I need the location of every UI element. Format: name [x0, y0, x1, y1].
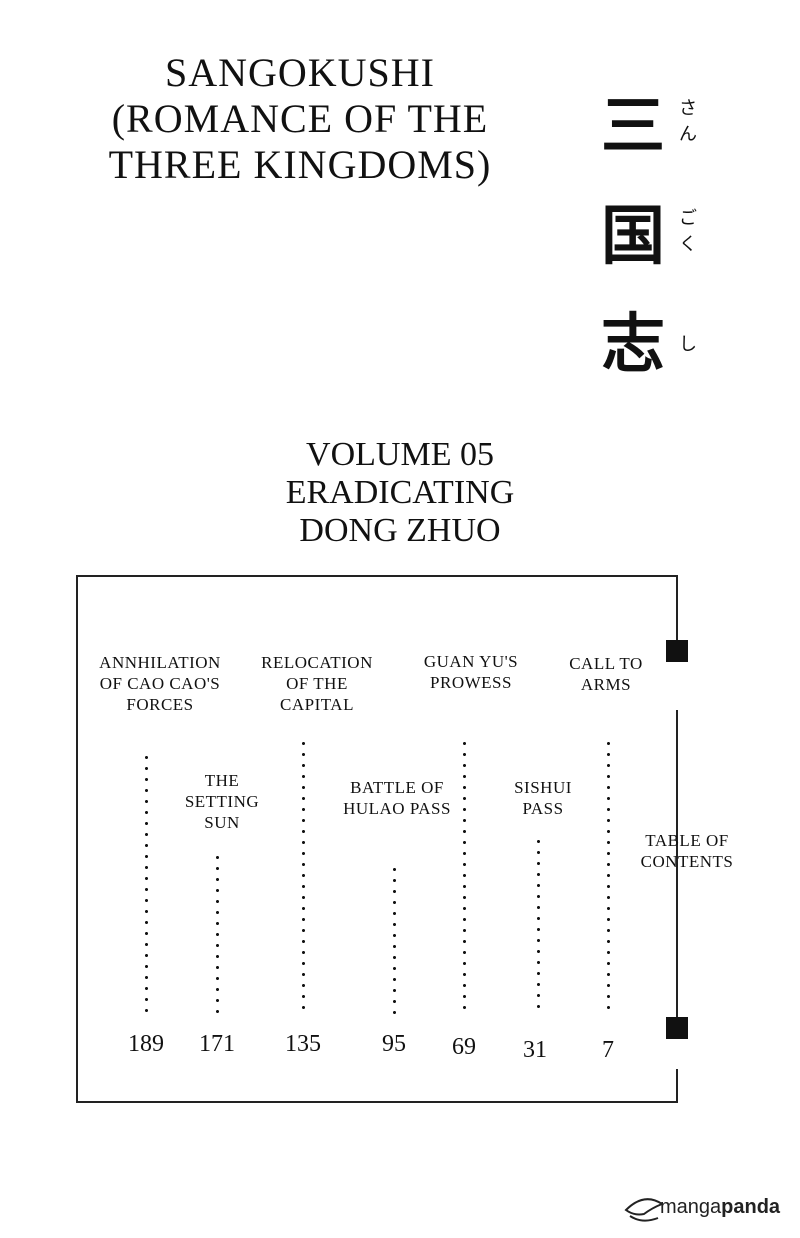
dotted-leader: [393, 864, 396, 1014]
toc-chapter-title: THE SETTING SUN: [170, 770, 274, 833]
frame-gap: [668, 1029, 680, 1069]
chapter-title-line: SETTING: [184, 792, 260, 811]
volume-title-line: VOLUME 05: [306, 436, 494, 473]
toc-chapter-title: SISHUI PASS: [496, 777, 590, 819]
series-title-line: THREE KINGDOMS): [108, 142, 492, 187]
page-number: 31: [523, 1037, 547, 1063]
chapter-title-line: SISHUI: [514, 778, 572, 797]
furigana: し: [679, 334, 697, 355]
furigana: ご: [679, 208, 697, 229]
dotted-leader: [463, 738, 466, 1014]
chapter-title-line: PROWESS: [430, 673, 512, 692]
dotted-leader: [537, 836, 540, 1014]
chapter-title-line: SUN: [204, 813, 240, 832]
chapter-title-line: CALL TO: [569, 654, 643, 673]
chapter-title-line: OF CAO CAO'S: [99, 674, 221, 693]
chapter-title-line: ANNHILATION: [99, 653, 221, 672]
chapter-title-line: FORCES: [126, 695, 194, 714]
volume-title: VOLUME 05 ERADICATING DONG ZHUO: [200, 436, 600, 550]
page-number: 95: [382, 1031, 406, 1057]
page-number: 189: [128, 1031, 164, 1057]
toc-chapter-title: ANNHILATION OF CAO CAO'S FORCES: [80, 652, 240, 715]
page-number: 171: [199, 1031, 235, 1057]
watermark-text: mangapanda: [660, 1196, 780, 1219]
page-number: 135: [285, 1031, 321, 1057]
hat-icon: [624, 1198, 664, 1222]
page-number: 7: [602, 1037, 614, 1063]
toc-label-line: TABLE OF: [645, 831, 729, 850]
toc-chapter-title: GUAN YU'S PROWESS: [410, 651, 532, 693]
furigana: ん: [679, 124, 697, 145]
toc-chapter-title: BATTLE OF HULAO PASS: [330, 777, 464, 819]
chapter-title-line: THE: [204, 771, 240, 790]
watermark-part1: manga: [660, 1196, 722, 1218]
toc-chapter-title: RELOCATION OF THE CAPITAL: [246, 652, 388, 715]
chapter-title-line: CAPITAL: [280, 695, 354, 714]
kanji-san: 三: [601, 90, 665, 164]
series-title-line: SANGOKUSHI: [164, 50, 436, 95]
kanji-goku: 国: [601, 200, 665, 274]
chapter-title-line: PASS: [522, 799, 564, 818]
page-number: 69: [452, 1034, 476, 1060]
furigana: く: [679, 234, 697, 255]
dotted-leader: [302, 738, 305, 1014]
dotted-leader: [607, 738, 610, 1014]
frame-marker-top: [666, 640, 688, 662]
volume-title-line: ERADICATING: [285, 474, 515, 511]
dotted-leader: [216, 852, 219, 1014]
frame-marker-bottom: [666, 1017, 688, 1039]
volume-title-line: DONG ZHUO: [299, 512, 501, 549]
chapter-title-line: RELOCATION: [261, 653, 373, 672]
chapter-title-line: ARMS: [580, 675, 632, 694]
kanji-shi: 志: [601, 308, 665, 382]
chapter-title-line: OF THE: [286, 674, 348, 693]
mangapanda-logo: mangapanda: [624, 1188, 794, 1228]
chapter-title-line: GUAN YU'S: [423, 652, 519, 671]
toc-frame: [76, 575, 680, 1103]
furigana: さ: [679, 98, 697, 119]
chapter-title-line: BATTLE OF: [350, 778, 444, 797]
toc-chapter-title: CALL TO ARMS: [556, 653, 656, 695]
frame-gap: [668, 660, 680, 710]
dotted-leader: [145, 752, 148, 1014]
watermark-part2: panda: [721, 1196, 781, 1218]
series-title: SANGOKUSHI (ROMANCE OF THE THREE KINGDOM…: [60, 50, 540, 188]
toc-label: TABLE OF CONTENTS: [620, 830, 754, 872]
chapter-title-line: HULAO PASS: [343, 799, 451, 818]
toc-label-line: CONTENTS: [640, 852, 734, 871]
kanji-title: 三 さ ん 国 ご く 志 し: [598, 92, 708, 392]
series-title-line: (ROMANCE OF THE: [111, 96, 489, 141]
